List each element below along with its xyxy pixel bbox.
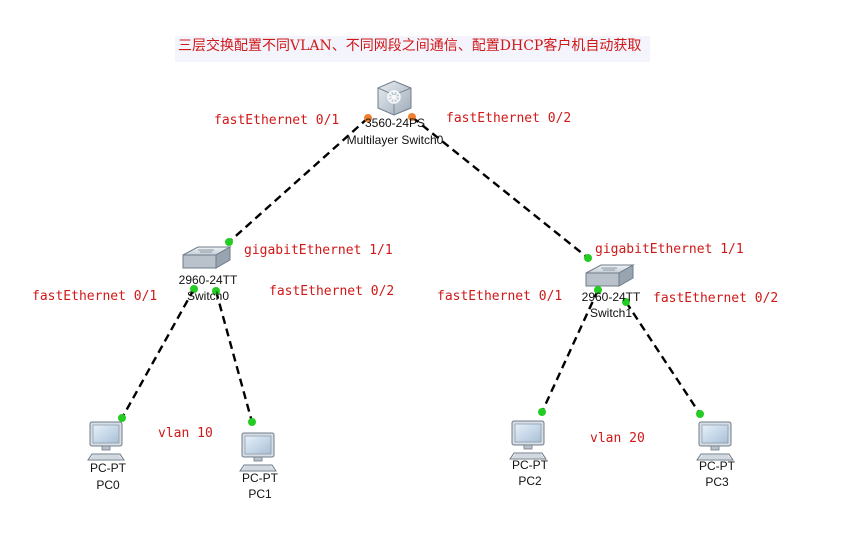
link-mls-sw0 — [228, 117, 369, 243]
pc2-model-label: PC-PT — [512, 458, 548, 472]
vlan-label-left: vlan 10 — [158, 426, 213, 441]
port-lights — [118, 113, 704, 426]
port-light-sw0-fa01 — [190, 285, 198, 293]
port-light-mls-fa01 — [364, 114, 372, 122]
pc3-model-label: PC-PT — [699, 459, 735, 473]
links — [120, 116, 702, 423]
switch0-name-label: Switch0 — [186, 289, 230, 303]
port-label-sw0-gi11: gigabitEthernet 1/1 — [244, 243, 393, 258]
pc0-icon[interactable] — [87, 421, 125, 461]
link-sw1-pc3 — [624, 301, 702, 415]
port-label-sw1-gi11: gigabitEthernet 1/1 — [595, 242, 744, 257]
port-light-sw0-gi11 — [225, 238, 233, 246]
pc0-name-label: PC0 — [96, 478, 120, 492]
multilayer-switch-icon[interactable] — [377, 80, 412, 116]
port-light-pc1 — [248, 418, 256, 426]
switch1-icon[interactable] — [585, 264, 635, 287]
port-light-pc2 — [538, 408, 546, 416]
port-label-sw0-fa02: fastEthernet 0/2 — [269, 284, 395, 299]
port-label-sw1-fa02: fastEthernet 0/2 — [653, 291, 779, 306]
pc2-name-label: PC2 — [518, 474, 542, 488]
port-light-pc3 — [696, 410, 704, 418]
switch0-icon[interactable] — [182, 246, 232, 269]
port-label-mls-fa01: fastEthernet 0/1 — [214, 113, 340, 128]
mls-model-label: 3560-24PS — [364, 116, 426, 130]
switch1-model-label: 2960-24TT — [581, 290, 641, 304]
port-label-mls-fa02: fastEthernet 0/2 — [446, 111, 572, 126]
link-mls-sw1 — [411, 116, 589, 259]
port-light-sw1-fa01 — [594, 286, 602, 294]
port-light-sw1-fa02 — [622, 298, 630, 306]
pc1-model-label: PC-PT — [242, 471, 278, 485]
switch0-model-label: 2960-24TT — [178, 273, 238, 287]
port-light-pc0 — [118, 414, 126, 422]
port-light-sw1-gi11 — [584, 254, 592, 262]
pc1-name-label: PC1 — [248, 487, 272, 501]
diagram-title: 三层交换配置不同VLAN、不同网段之间通信、配置DHCP客户机自动获取 — [175, 36, 650, 62]
port-label-sw1-fa01: fastEthernet 0/1 — [437, 289, 563, 304]
port-light-mls-fa02 — [408, 113, 416, 121]
pc1-icon[interactable] — [239, 432, 277, 472]
link-sw0-pc0 — [120, 288, 196, 419]
pc3-icon[interactable] — [696, 421, 734, 461]
port-label-sw0-fa01: fastEthernet 0/1 — [32, 289, 158, 304]
pc2-icon[interactable] — [509, 420, 547, 460]
port-light-sw0-fa02 — [212, 287, 220, 295]
switch1-name-label: Switch1 — [589, 306, 633, 320]
mls-name-label: Multilayer Switch0 — [346, 133, 444, 147]
vlan-label-right: vlan 20 — [590, 431, 645, 446]
pc0-model-label: PC-PT — [90, 461, 126, 475]
link-sw1-pc2 — [540, 289, 600, 413]
pc3-name-label: PC3 — [705, 475, 729, 489]
link-sw0-pc1 — [214, 290, 254, 423]
